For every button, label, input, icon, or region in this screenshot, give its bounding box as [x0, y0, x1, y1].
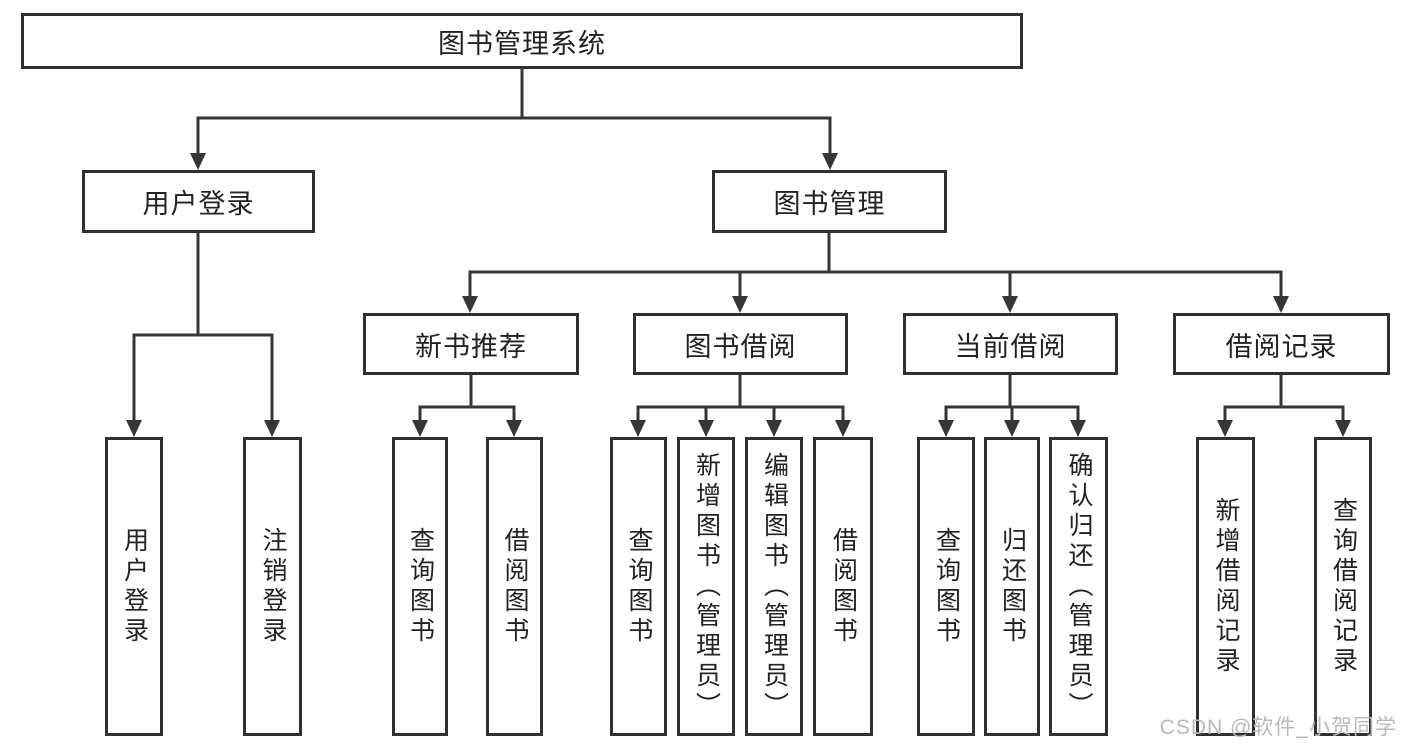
node-root: 图书管理系统 — [21, 13, 1023, 69]
node-book-management: 图书管理 — [712, 170, 947, 233]
node-leaf-logout: 注销登录 — [243, 437, 302, 736]
node-leaf-borrow-books-2: 借阅图书 — [813, 437, 873, 736]
node-book-borrow: 图书借阅 — [633, 313, 848, 375]
node-leaf-query-books-1: 查询图书 — [392, 437, 448, 736]
node-leaf-query-books-3: 查询图书 — [917, 437, 975, 736]
node-leaf-borrow-books-1: 借阅图书 — [486, 437, 543, 736]
connector-root-to-level2 — [190, 69, 838, 170]
node-user-login: 用户登录 — [82, 170, 315, 233]
connector-book-mgmt-to-level3 — [462, 233, 1289, 313]
node-leaf-return-books: 归还图书 — [984, 437, 1040, 736]
node-leaf-add-borrow-record: 新增借阅记录 — [1196, 437, 1255, 736]
node-current-borrow: 当前借阅 — [903, 313, 1118, 375]
node-borrow-records: 借阅记录 — [1173, 313, 1390, 375]
node-leaf-edit-books-admin: 编辑图书（管理员） — [745, 437, 803, 736]
node-new-book-recommend: 新书推荐 — [363, 313, 579, 375]
connector-borrow-records-to-leaves — [1217, 375, 1351, 437]
connector-new-books-to-leaves — [412, 375, 522, 437]
node-leaf-query-books-2: 查询图书 — [610, 437, 667, 736]
watermark: CSDN @软件_小贺同学 — [1159, 716, 1397, 739]
node-leaf-query-borrow-record: 查询借阅记录 — [1314, 437, 1372, 736]
connector-book-borrow-to-leaves — [630, 375, 851, 437]
node-leaf-add-books-admin: 新增图书（管理员） — [677, 437, 735, 736]
node-leaf-user-login: 用户登录 — [105, 437, 163, 736]
node-leaf-confirm-return-admin: 确认归还（管理员） — [1049, 437, 1108, 736]
connector-user-login-to-leaves — [126, 233, 280, 437]
connector-current-borrow-to-leaves — [938, 375, 1086, 437]
